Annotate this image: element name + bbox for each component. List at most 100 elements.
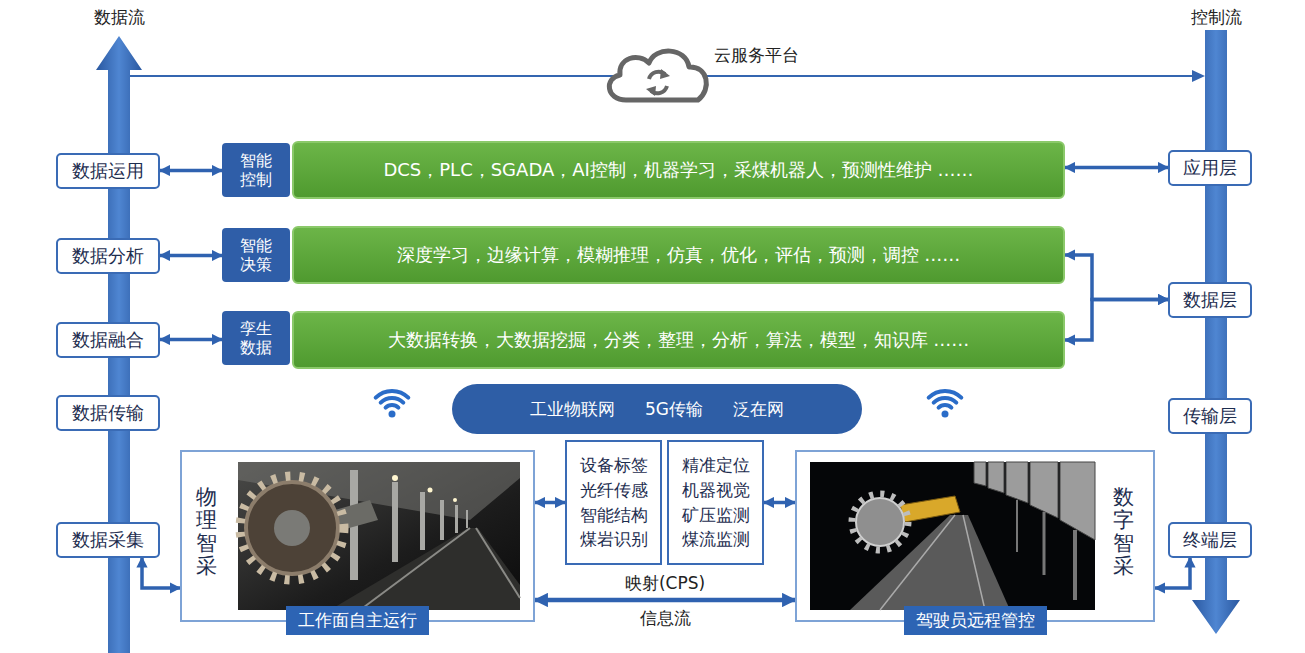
- wifi-icon: [376, 391, 409, 418]
- sensor-item: 矿压监测: [682, 503, 750, 528]
- coal-face-photo: [466, 510, 468, 528]
- coal-face-photo: [360, 528, 470, 610]
- coal-face-photo: [420, 492, 425, 550]
- function-list: 大数据转换，大数据挖掘，分类，整理，分析，算法，模型，知识库 ……: [388, 328, 970, 352]
- coal-face-photo: [300, 500, 378, 540]
- coal-face-photo: [240, 476, 344, 580]
- connector-arrow: [535, 598, 795, 603]
- module-tag: 智能决策: [222, 228, 290, 282]
- digital-twin-render: [1016, 500, 1018, 552]
- wifi-icon: [939, 405, 952, 408]
- digital-twin-render: [810, 462, 1095, 610]
- digital-twin-render: [810, 462, 1095, 610]
- network-term: 泛在网: [733, 398, 784, 421]
- connector-arrow: [764, 501, 795, 505]
- flow-stage-label: 数据采集: [72, 528, 144, 552]
- wifi-icon: [386, 405, 399, 408]
- flow-label: 控制流: [1188, 6, 1245, 29]
- layer-box: 传输层: [1168, 398, 1252, 434]
- layer-label: 终端层: [1183, 528, 1237, 552]
- coal-face-photo: [455, 505, 458, 533]
- flow-stage-box: 数据采集: [56, 522, 160, 558]
- cloud-outline: [609, 51, 706, 100]
- coal-face-photo: [350, 470, 358, 580]
- connector-arrow: [1155, 558, 1190, 589]
- cloud-outline: [598, 42, 716, 106]
- flow-label: 信息流: [637, 607, 694, 630]
- sensor-item: 煤流监测: [682, 527, 750, 552]
- wifi-icon: [929, 391, 962, 398]
- coal-face-photo: [453, 498, 457, 502]
- cloud-outline: [660, 69, 670, 79]
- connector-arrow: [160, 254, 222, 258]
- coal-face-photo: [428, 488, 433, 493]
- edge-label-holder: 映射(CPS): [622, 572, 708, 595]
- wifi-icon: [389, 411, 396, 418]
- vertical-title: 物理智采: [196, 486, 217, 578]
- sensor-item: 机器视觉: [682, 478, 750, 503]
- network-band: 工业物联网 5G传输 泛在网: [452, 384, 862, 434]
- function-list: DCS，PLC，SGADA，AI控制，机器学习，采煤机器人，预测性维护 ……: [383, 158, 973, 182]
- cloud-outline: [646, 86, 656, 96]
- connector-arrow: [1065, 300, 1168, 341]
- digital-twin-render: [963, 515, 985, 610]
- layer-box: 数据层: [1168, 282, 1252, 318]
- layer-label: 应用层: [1183, 156, 1237, 180]
- flow-label: 数据流: [91, 6, 148, 29]
- sensor-item: 设备标签: [580, 453, 648, 478]
- edge-label: 映射(CPS): [622, 572, 708, 595]
- function-band: DCS，PLC，SGADA，AI控制，机器学习，采煤机器人，预测性维护 ……: [292, 141, 1065, 199]
- coal-face-photo: [476, 528, 520, 598]
- coal-face-photo: [392, 475, 398, 481]
- connector-arrow: [1065, 255, 1168, 300]
- platform-label: 云服务平台: [714, 44, 799, 67]
- cloud-platform: 云服务平台: [598, 42, 818, 106]
- digital-twin-render: [1060, 462, 1095, 540]
- module-label: 智能决策: [240, 236, 272, 274]
- flow-stage-box: 数据传输: [56, 395, 160, 431]
- module-label: 孪生数据: [240, 319, 272, 357]
- module-tag: 孪生数据: [222, 311, 290, 365]
- sensor-item: 光纤传感: [580, 478, 648, 503]
- free-label-holder: 信息流: [637, 607, 694, 630]
- sensor-list-box: 精准定位机器视觉矿压监测煤流监测: [667, 440, 764, 565]
- digital-twin-render: [900, 496, 960, 522]
- coal-face-photo: [440, 500, 444, 540]
- mining-scene-panel: 物理智采工作面自主运行: [180, 450, 535, 622]
- function-band: 深度学习，边缘计算，模糊推理，仿真，优化，评估，预测，调控 ……: [292, 226, 1065, 284]
- function-list: 深度学习，边缘计算，模糊推理，仿真，优化，评估，预测，调控 ……: [397, 243, 961, 267]
- flow-stage-label: 数据传输: [72, 401, 144, 425]
- digital-twin-render: [852, 494, 908, 550]
- free-label-holder: 数据流: [91, 6, 148, 29]
- digital-twin-render: [1030, 462, 1058, 518]
- connector-arrow: [535, 501, 565, 505]
- coal-face-photo: [392, 482, 398, 562]
- mining-scene-panel: 数字智采驾驶员远程管控: [795, 450, 1155, 622]
- digital-twin-render: [1073, 530, 1077, 600]
- module-tag: 智能控制: [222, 143, 290, 197]
- vertical-title: 数字智采: [1113, 486, 1134, 578]
- module-label: 智能控制: [240, 151, 272, 189]
- layer-box: 终端层: [1168, 522, 1252, 558]
- connector-arrow: [142, 558, 180, 589]
- connector-arrow: [160, 169, 222, 173]
- sensor-list-box: 设备标签光纤传感智能结构煤岩识别: [565, 440, 662, 565]
- panel-caption: 工作面自主运行: [286, 606, 429, 635]
- flow-stage-box: 数据融合: [56, 322, 160, 358]
- flow-stage-box: 数据分析: [56, 238, 160, 274]
- connector-arrow: [160, 338, 222, 342]
- digital-twin-render: [1043, 512, 1046, 575]
- network-term: 工业物联网: [530, 398, 615, 421]
- coal-face-photo: [238, 462, 520, 610]
- function-band: 大数据转换，大数据挖掘，分类，整理，分析，算法，模型，知识库 ……: [292, 311, 1065, 369]
- sensor-item: 煤岩识别: [580, 527, 648, 552]
- network-term: 5G传输: [645, 398, 703, 421]
- layer-box: 应用层: [1168, 150, 1252, 186]
- wifi-icon: [381, 398, 404, 403]
- flow-stage-label: 数据分析: [72, 244, 144, 268]
- wifi-icon: [376, 391, 409, 398]
- sensor-item: 智能结构: [580, 503, 648, 528]
- coal-face-photo: [246, 482, 338, 574]
- flow-stage-label: 数据融合: [72, 328, 144, 352]
